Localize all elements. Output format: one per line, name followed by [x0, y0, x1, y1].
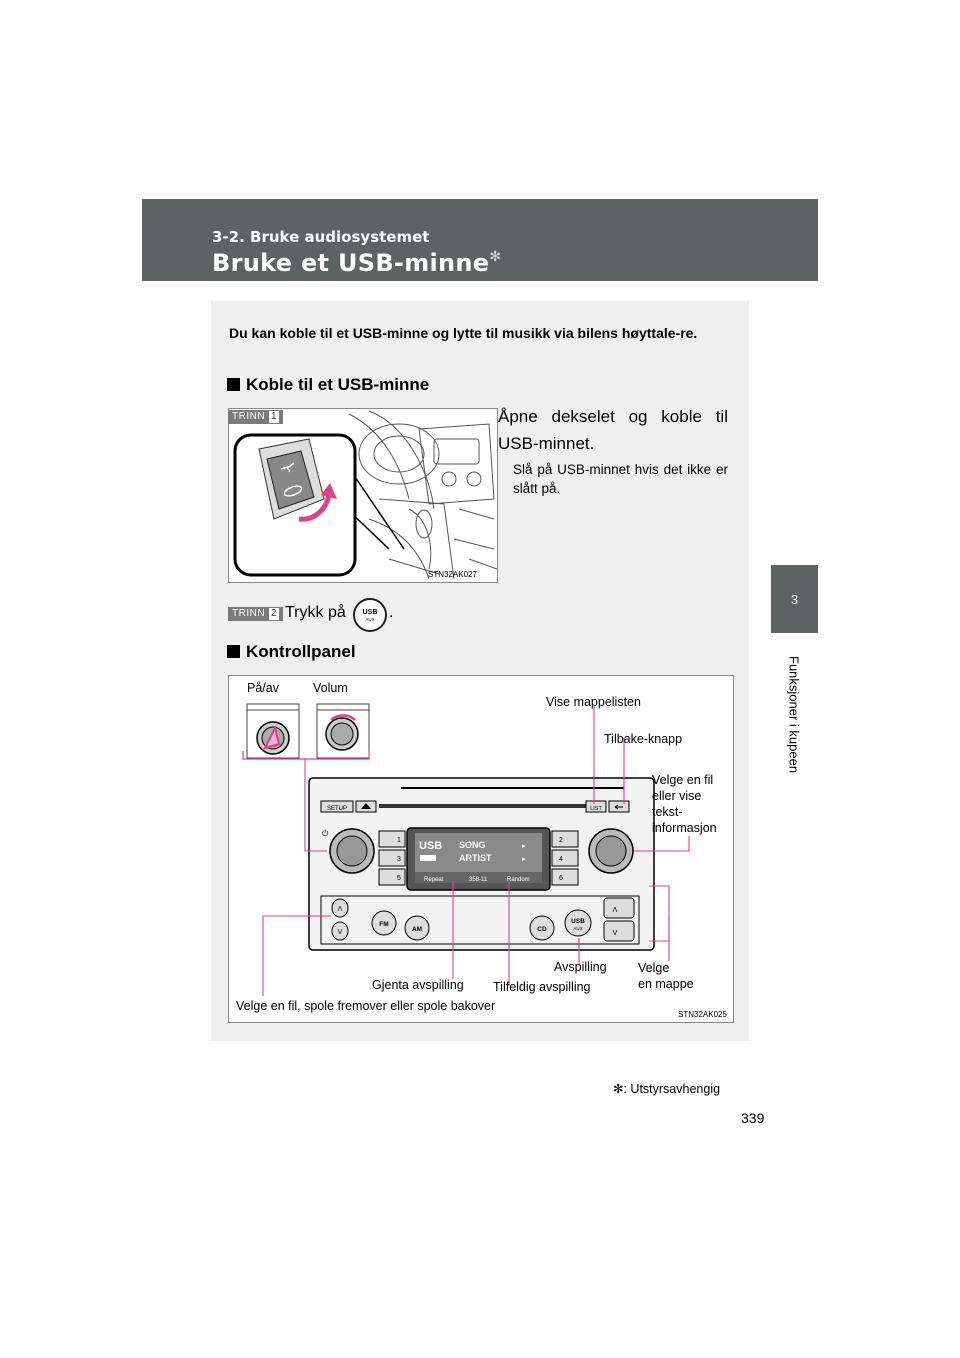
- chapter-tab-label: Funksjoner i kupeen: [786, 656, 802, 774]
- svg-text:5: 5: [397, 875, 401, 882]
- svg-text:4: 4: [559, 856, 563, 863]
- svg-text:USB: USB: [419, 840, 442, 852]
- label-power: På/av: [247, 681, 279, 695]
- label-select-file: Velge en fil eller vise tekst- informasj…: [652, 773, 717, 835]
- label-back-button: Tilbake-knapp: [604, 732, 683, 746]
- asterisk-icon: ✻: [489, 249, 502, 265]
- label-volume: Volum: [313, 681, 348, 695]
- svg-text:USB: USB: [571, 918, 585, 925]
- svg-text:AUX: AUX: [573, 926, 582, 931]
- svg-text:ARTIST: ARTIST: [459, 853, 492, 863]
- intro-text: Du kan koble til et USB-minne og lytte t…: [229, 325, 698, 341]
- section-heading-connect: Koble til et USB-minne: [227, 375, 429, 395]
- control-panel-illustration: SETUP LIST ⏻ 1 3 5 2 4 6 USB SONG ARTIST…: [228, 675, 734, 1023]
- svg-text:LIST: LIST: [590, 806, 602, 812]
- svg-text:SETUP: SETUP: [327, 806, 347, 812]
- svg-text:V: V: [613, 930, 618, 937]
- svg-text:FM: FM: [379, 921, 388, 928]
- svg-text:358-11: 358-11: [469, 877, 488, 883]
- square-bullet-icon: [227, 378, 240, 391]
- svg-text:Λ: Λ: [613, 907, 618, 914]
- volume-knob-inset: [316, 703, 370, 759]
- power-knob-inset: [246, 703, 300, 759]
- svg-text:3: 3: [397, 856, 401, 863]
- label-select-folder: Velge en mappe: [638, 961, 694, 991]
- svg-text:2: 2: [559, 837, 563, 844]
- svg-text:AUX: AUX: [365, 617, 374, 622]
- step2-instruction: Trykk på: [285, 604, 346, 621]
- svg-text:Random: Random: [507, 877, 530, 883]
- step2-period: .: [389, 604, 394, 621]
- page-title: Bruke et USB-minne✻: [212, 249, 502, 277]
- label-random: Tilfeldig avspilling: [493, 980, 591, 994]
- svg-text:USB: USB: [363, 609, 378, 616]
- svg-text:V: V: [338, 929, 343, 936]
- footnote: ✻: Utstyrsavhengig: [613, 1082, 721, 1096]
- page-number: 339: [741, 1110, 765, 1126]
- label-folder-list: Vise mappelisten: [546, 695, 641, 709]
- svg-text:▸: ▸: [522, 856, 526, 863]
- svg-text:▸: ▸: [522, 843, 526, 850]
- svg-text:CD: CD: [537, 926, 547, 933]
- figure-caption-2: STN32AK025: [678, 1010, 727, 1019]
- svg-text:⏻: ⏻: [322, 829, 329, 838]
- chapter-header: [142, 199, 818, 281]
- svg-text:6: 6: [559, 875, 563, 882]
- chapter-tab[interactable]: 3: [771, 565, 818, 633]
- svg-text:Λ: Λ: [338, 906, 343, 913]
- figure-caption-1: STN32AK027: [428, 570, 477, 579]
- svg-text:AM: AM: [412, 926, 422, 933]
- svg-text:SONG: SONG: [459, 840, 486, 850]
- section-label: 3-2. Bruke audiosystemet: [212, 228, 430, 246]
- svg-text:1: 1: [397, 837, 401, 844]
- label-playback: Avspilling: [554, 960, 607, 974]
- step1-note: Slå på USB-minnet hvis det ikke er slått…: [513, 462, 728, 496]
- square-bullet-icon: [227, 645, 240, 658]
- usb-aux-button-icon: USB AUX: [353, 598, 387, 632]
- label-repeat: Gjenta avspilling: [372, 978, 464, 992]
- usb-port-illustration: [228, 408, 498, 583]
- svg-text:Repeat: Repeat: [424, 877, 444, 883]
- step1-instruction: Åpne dekselet og koble til USB-minnet.: [498, 407, 728, 453]
- section-heading-panel: Kontrollpanel: [227, 642, 356, 662]
- label-seek: Velge en fil, spole fremover eller spole…: [236, 999, 496, 1013]
